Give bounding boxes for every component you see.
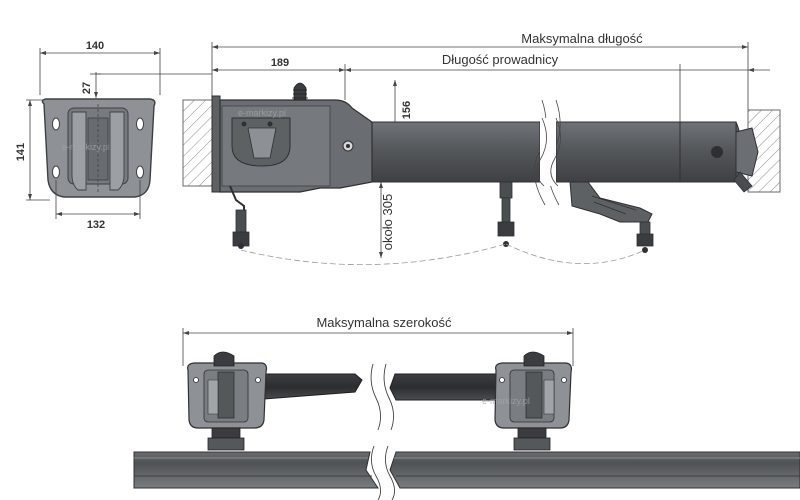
mounting-hole-icon [52,165,60,179]
guide-tube-right [555,121,737,183]
watermark: e-markizy.pl [238,108,286,118]
floor-profile-left [133,451,379,489]
watermark: e-markizy.pl [482,396,530,406]
dim-drop: około 305 [380,194,395,250]
runner-left [229,185,250,249]
cable-gland [293,82,307,101]
curtain-arc-right [505,243,646,265]
dim-motor-height: 156 [401,101,413,119]
side-view: Maksymalna długość 189 Długość prowadnic… [96,31,781,266]
wall-bracket-view: 140 141 27 e-markizy.pl 132 [15,40,161,231]
front-bracket-left [187,351,268,451]
guide-tube-left [344,121,541,183]
label-max-width: Maksymalna szerokość [316,315,452,330]
dim-hole-spacing: 132 [87,219,105,231]
label-max-length: Maksymalna długość [521,31,643,46]
floor-profile-right [389,451,800,489]
end-cap-icon [711,146,723,158]
mounting-hole-icon [52,117,60,131]
end-carriage [569,181,654,253]
dim-bracket-offset: 27 [81,82,93,94]
dim-bracket-width: 140 [86,40,104,52]
mounting-hole-icon [136,117,144,131]
front-view: Maksymalna szerokość [133,315,800,500]
mounting-hole-icon [136,165,144,179]
front-bracket-right: e-markizy.pl [482,351,573,451]
dim-motor-length: 189 [271,57,289,69]
label-guide-length: Długość prowadnicy [442,52,559,67]
curtain-arc-left [240,243,507,266]
watermark: e-markizy.pl [62,142,110,152]
runner-middle [497,181,515,247]
front-bar-right [389,373,513,401]
dim-bracket-height: 141 [15,143,27,161]
